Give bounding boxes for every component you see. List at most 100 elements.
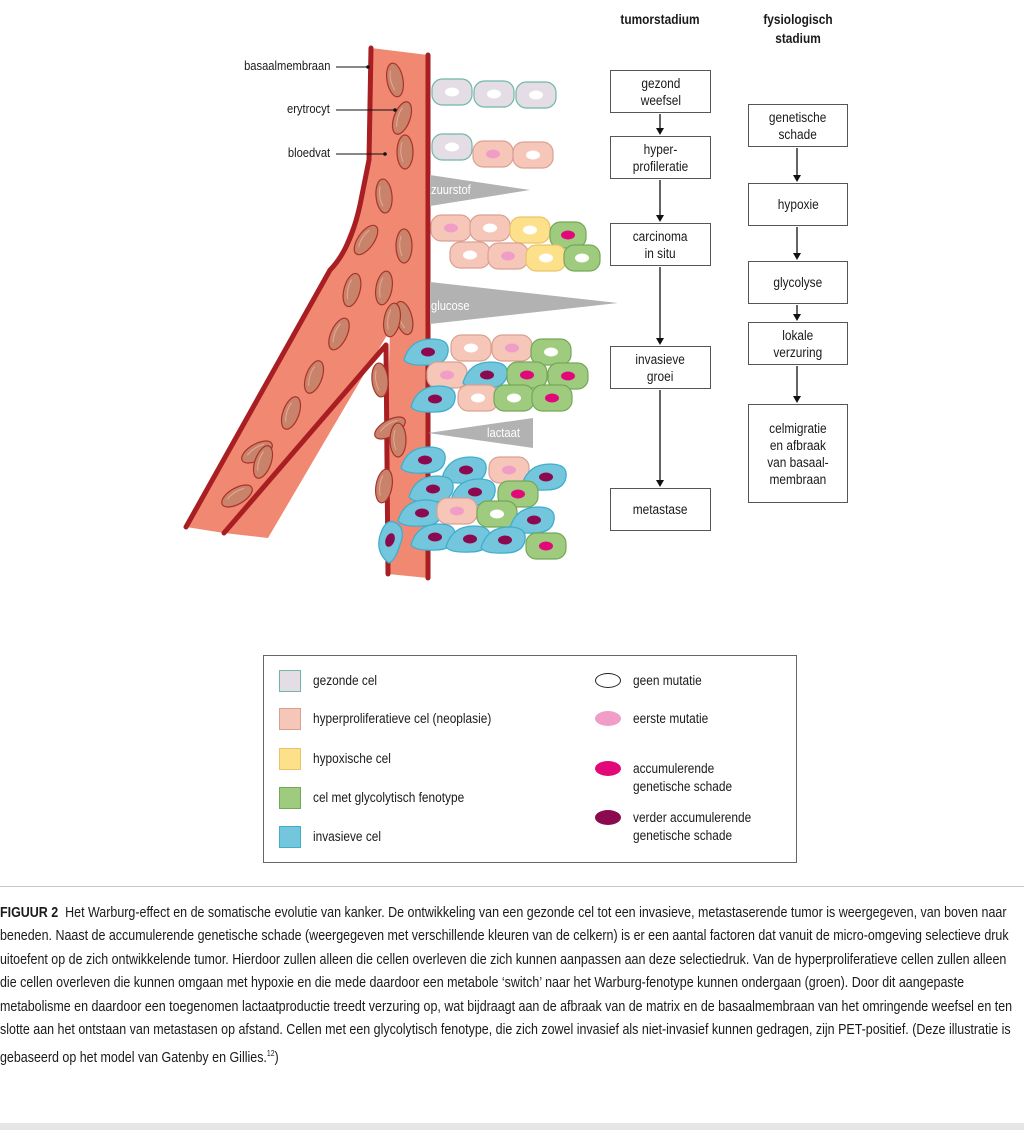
nucleus <box>498 535 512 545</box>
cell <box>431 133 473 161</box>
cell <box>441 456 487 484</box>
erythrocyte <box>221 484 253 508</box>
step-text: genetische schade <box>769 109 827 142</box>
cell <box>563 244 601 272</box>
label-erythrocyte: erytrocyt <box>287 101 330 116</box>
nucleus-oval-icon <box>595 711 621 726</box>
cell <box>530 338 572 366</box>
nucleus <box>464 343 478 353</box>
label-basement-membrane: basaalmembraan <box>243 58 330 73</box>
erythrocytes <box>221 62 414 508</box>
tumor-step-invasive-growth: invasieve groei <box>610 346 711 389</box>
nucleus <box>545 393 559 403</box>
physio-step-genetic-damage: genetische schade <box>748 104 848 147</box>
cell <box>408 475 454 503</box>
nucleus <box>471 393 485 403</box>
legend-item-accumulating-damage: accumulerende genetische schade <box>595 760 746 796</box>
cell <box>531 384 573 412</box>
cell <box>480 526 526 554</box>
arrow-head-icon <box>656 215 664 222</box>
arrow-head-icon <box>656 128 664 135</box>
legend-label: eerste mutatie <box>633 711 709 726</box>
cell <box>457 384 499 412</box>
pointer-dot <box>383 152 387 156</box>
physio-step-local-acidification: lokale verzuring <box>748 322 848 365</box>
step-text: glycolyse <box>773 275 823 290</box>
cell <box>431 78 473 106</box>
cell <box>472 140 514 168</box>
legend-swatch <box>279 748 301 770</box>
nucleus <box>418 455 432 465</box>
arrow-head-icon <box>793 175 801 182</box>
erythrocyte <box>391 101 413 135</box>
nucleus <box>507 393 521 403</box>
heading-physiological-stage: fysiologisch stadium <box>763 12 833 46</box>
lactate-gradient <box>428 418 533 448</box>
step-text: carcinoma in situ <box>633 228 688 261</box>
nucleus <box>421 347 435 357</box>
tumor-step-metastasis: metastase <box>610 488 711 531</box>
cell <box>491 334 533 362</box>
cell <box>488 456 530 484</box>
legend-item-invasive-cell: invasieve cel <box>279 826 390 848</box>
step-text: hyper- profileratie <box>632 141 689 174</box>
flow-arrows <box>656 114 801 487</box>
nucleus <box>526 150 540 160</box>
label-lactate: lactaat <box>487 425 520 440</box>
nucleus <box>529 90 543 100</box>
erythrocyte <box>374 270 394 306</box>
legend: gezonde cel hyperproliferatieve cel (neo… <box>263 655 797 863</box>
cell <box>487 242 529 270</box>
nucleus <box>444 223 458 233</box>
vessel-body <box>186 48 428 578</box>
step-text: celmigratie en afbraak van basaal- membr… <box>767 420 829 487</box>
nucleus <box>468 487 482 497</box>
cell <box>476 500 518 528</box>
label-glucose: glucose <box>431 298 470 313</box>
physio-step-glycolysis: glycolyse <box>748 261 848 304</box>
caption-closing: ) <box>274 1050 279 1067</box>
nucleus-oval-icon <box>595 761 621 776</box>
cell <box>509 216 551 244</box>
nucleus <box>445 142 459 152</box>
cell <box>403 338 449 366</box>
nucleus <box>480 370 494 380</box>
nucleus <box>490 509 504 519</box>
step-text: metastase <box>633 502 688 517</box>
physio-step-cell-migration: celmigratie en afbraak van basaal- membr… <box>748 404 848 503</box>
cell <box>512 141 554 169</box>
erythrocyte <box>353 224 379 256</box>
erythrocyte <box>303 360 325 394</box>
cell <box>426 361 468 389</box>
pointer-dot <box>366 65 370 69</box>
tumor-step-healthy-tissue: gezond weefsel <box>610 70 711 113</box>
nucleus <box>428 394 442 404</box>
step-text: invasieve groei <box>635 351 686 384</box>
legend-swatch <box>279 708 301 730</box>
legend-item-hypoxic-cell: hypoxische cel <box>279 748 402 770</box>
nucleus <box>440 370 454 380</box>
nucleus <box>505 343 519 353</box>
cell <box>378 520 403 564</box>
legend-label: accumulerende genetische schade <box>633 761 733 794</box>
nucleus <box>483 223 497 233</box>
nucleus <box>463 250 477 260</box>
caption-divider-bottom <box>0 1123 1024 1130</box>
nucleus <box>523 225 537 235</box>
nucleus <box>385 533 395 547</box>
nucleus <box>561 230 575 240</box>
legend-swatch <box>279 670 301 692</box>
label-blood-vessel: bloedvat <box>287 145 330 160</box>
warburg-figure: basaalmembraan erytrocyt bloedvat zuurst… <box>183 12 848 581</box>
nucleus <box>575 253 589 263</box>
arrow-head-icon <box>656 480 664 487</box>
erythrocyte <box>395 228 413 264</box>
legend-item-no-mutation: geen mutatie <box>595 672 711 690</box>
nucleus <box>501 251 515 261</box>
cell <box>525 244 567 272</box>
erythrocyte <box>389 422 407 458</box>
arrow-head-icon <box>793 396 801 403</box>
nucleus <box>520 370 534 380</box>
nucleus <box>428 532 442 542</box>
cell <box>449 241 491 269</box>
